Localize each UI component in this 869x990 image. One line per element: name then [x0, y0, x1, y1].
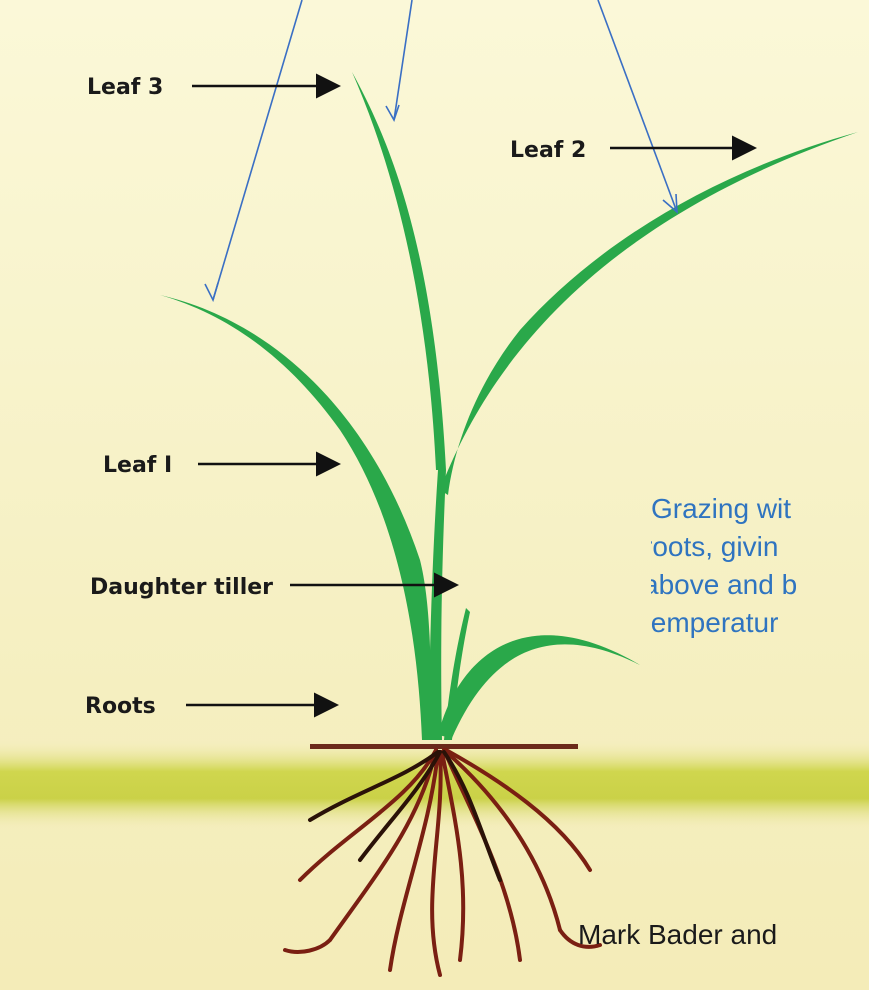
- caption-line-3: above and b: [651, 566, 797, 604]
- label-leaf-3: Leaf 3: [87, 75, 163, 100]
- credit-text: Mark Bader and: [578, 919, 777, 951]
- label-leaf-2: Leaf 2: [510, 138, 586, 163]
- credit-clip: Mark Bader and: [578, 915, 869, 959]
- caption-line-1: Grazing wit: [651, 490, 791, 528]
- label-daughter-tiller: Daughter tiller: [90, 575, 273, 600]
- caption-line-2: roots, givin: [651, 528, 778, 566]
- label-leaf-1: Leaf I: [103, 453, 172, 478]
- label-roots: Roots: [85, 694, 156, 719]
- caption-line-4: temperatur: [651, 604, 778, 642]
- caption-clip: Grazing wit roots, givin above and b tem…: [651, 490, 869, 660]
